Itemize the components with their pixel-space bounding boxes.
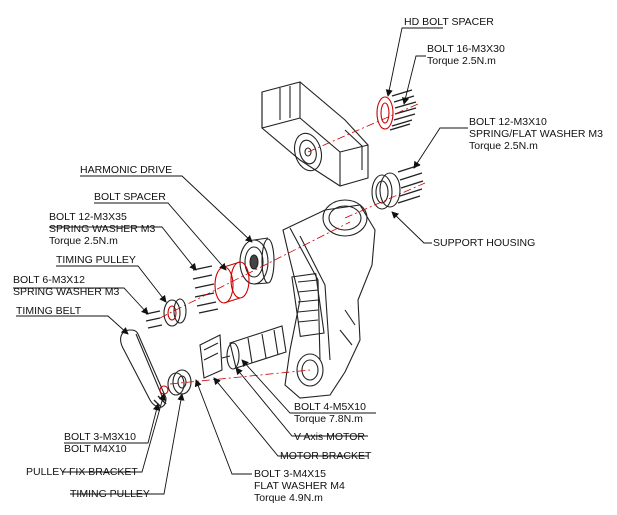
- label-bolt-spacer: BOLT SPACER: [94, 191, 166, 203]
- label-bolt-6-m3x12: BOLT 6-M3X12: [13, 274, 85, 286]
- hd-bolt-spacer-part: [376, 89, 417, 131]
- label-support-housing: SUPPORT HOUSING: [433, 237, 535, 249]
- label-bolt-3-m3x10: BOLT 3-M3X10: [64, 431, 136, 443]
- motor-bracket-part: [199, 334, 223, 379]
- assembly-axis-lines: [159, 103, 426, 385]
- label-pulley-fix-bracket: PULLEY FIX BRACKET: [26, 466, 138, 478]
- label-timing-pulley-bottom: TIMING PULLEY: [70, 488, 150, 500]
- timing-pulley-upper-part: [163, 298, 187, 327]
- bolts-m3x12: [145, 310, 163, 329]
- v-axis-motor-part: [221, 325, 287, 370]
- label-bolt-6-m3x12-washer: SPRING WASHER M3: [13, 286, 120, 298]
- label-harmonic-drive: HARMONIC DRIVE: [80, 164, 172, 176]
- label-bolt-12-m3x35: BOLT 12-M3X35: [49, 211, 127, 223]
- label-bolt-16-m3x30: BOLT 16-M3X30: [427, 43, 505, 55]
- bolts-m3x35: [192, 265, 219, 314]
- leader-lines: [13, 27, 468, 495]
- label-bolt-12-m3x10-washer: SPRING/FLAT WASHER M3: [469, 128, 603, 140]
- label-timing-belt: TIMING BELT: [16, 305, 82, 317]
- label-v-axis-motor: V Axis MOTOR: [294, 431, 365, 443]
- label-bolt-m4x10: BOLT M4X10: [64, 443, 127, 455]
- label-hd-bolt-spacer: HD BOLT SPACER: [404, 16, 494, 28]
- upper-arm-block: [261, 81, 369, 187]
- label-bolt-4-m5x10: BOLT 4-M5X10: [294, 401, 366, 413]
- timing-belt-part: [120, 329, 167, 408]
- harmonic-drive-part: [239, 237, 275, 285]
- label-bolt-12-m3x35-washer: SPRING WASHER M3: [49, 223, 156, 235]
- label-bolt-3-m4x15-torque: Torque 4.9N.m: [254, 492, 323, 504]
- bolt-spacer-part: [214, 261, 250, 304]
- label-bolt-12-m3x10-torque: Torque 2.5N.m: [469, 140, 538, 152]
- label-bolt-4-m5x10-torque: Torque 7.8N.m: [294, 413, 363, 425]
- label-bolt-12-m3x10: BOLT 12-M3X10: [469, 116, 547, 128]
- label-bolt-3-m4x15-washer: FLAT WASHER M4: [254, 480, 345, 492]
- label-timing-pulley-top: TIMING PULLEY: [56, 254, 136, 266]
- parts-drawing: [120, 81, 424, 408]
- label-bolt-3-m4x15: BOLT 3-M4X15: [254, 468, 326, 480]
- label-motor-bracket: MOTOR BRACKET: [280, 450, 372, 462]
- lower-arm-casting: [282, 199, 376, 399]
- label-bolt-16-m3x30-torque: Torque 2.5N.m: [427, 55, 496, 67]
- label-bolt-12-m3x35-torque: Torque 2.5N.m: [49, 235, 118, 247]
